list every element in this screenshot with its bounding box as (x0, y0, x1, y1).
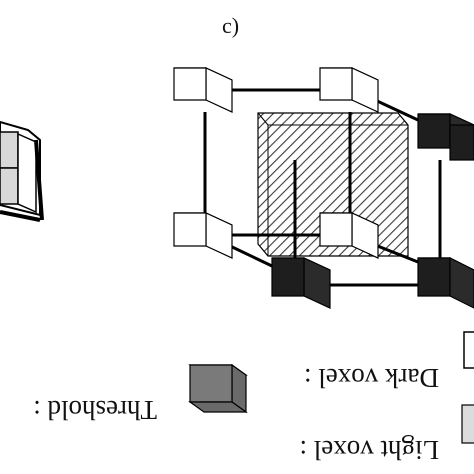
dark-voxel-bottom-right (417, 257, 474, 309)
dark-voxel-top-right (417, 113, 474, 161)
lattice-edges (203, 88, 442, 287)
light-voxel-legend-label: Light voxel : (300, 435, 439, 465)
threshold-legend-label: Threshold : (33, 395, 157, 425)
light-voxel-bottom-left (173, 212, 233, 259)
threshold-cube-icon (188, 363, 248, 414)
light-voxel-top-right (319, 67, 379, 113)
light-voxel-cube-icon (461, 404, 474, 444)
panel-label: c) (222, 13, 239, 38)
dark-voxel-bottom-center (271, 257, 331, 309)
panel-b-fragment (0, 120, 44, 222)
dark-voxel-cube-icon (463, 331, 474, 369)
dark-voxel-legend-label: Dark voxel : (304, 363, 439, 393)
legend-text-group: Threshold : Dark voxel : Light voxel : (33, 363, 439, 465)
light-voxel-top-left (173, 67, 233, 113)
light-voxel-bottom-right (319, 212, 379, 259)
